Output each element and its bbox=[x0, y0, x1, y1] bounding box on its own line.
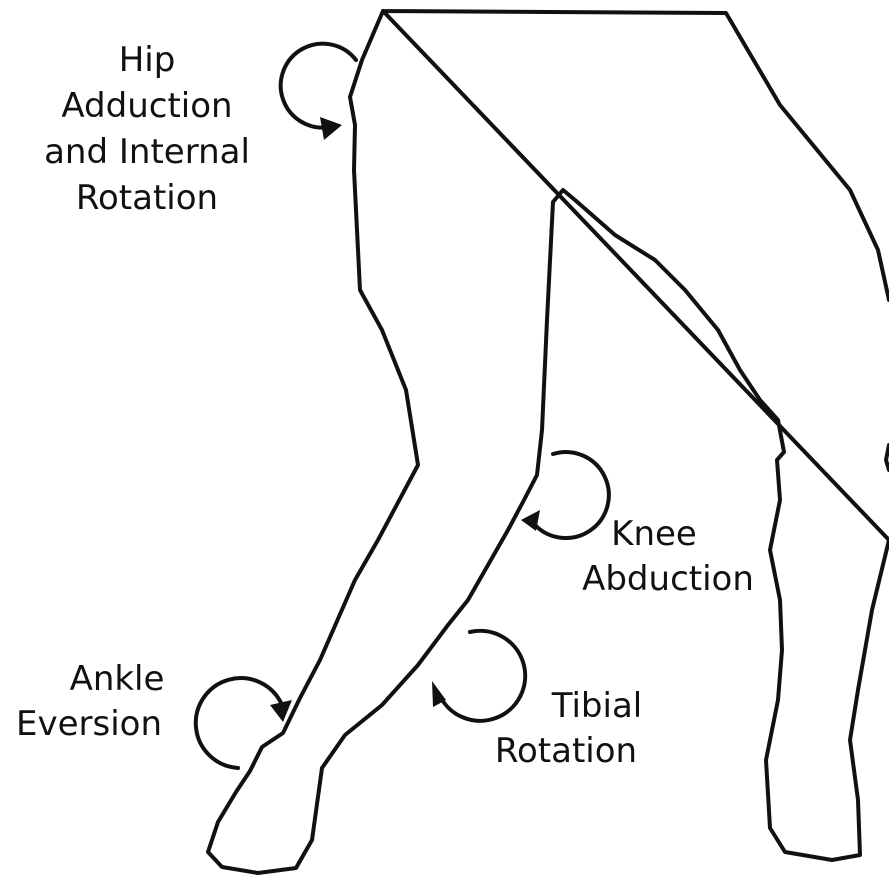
knee-label-line-1: Knee bbox=[611, 514, 697, 554]
ankle-label: Ankle Eversion bbox=[16, 659, 164, 744]
ankle-eversion-arrow bbox=[196, 678, 282, 768]
hip-label-line-2: Adduction bbox=[61, 86, 232, 126]
tibial-rotation-arrow bbox=[439, 631, 525, 721]
hip-label: Hip Adduction and Internal Rotation bbox=[44, 40, 250, 218]
knee-abduction-arrow bbox=[535, 452, 609, 538]
tibial-label-line-2: Rotation bbox=[495, 731, 637, 771]
hip-label-line-3: and Internal bbox=[44, 132, 250, 172]
tibial-label-line-1: Tibial bbox=[551, 686, 642, 726]
hip-label-line-4: Rotation bbox=[76, 178, 218, 218]
ankle-label-line-2: Eversion bbox=[16, 704, 162, 744]
hip-arrow-head-icon bbox=[320, 117, 342, 140]
knee-label-line-2: Abduction bbox=[582, 559, 754, 599]
knee-label: Knee Abduction bbox=[582, 514, 754, 599]
hip-label-line-1: Hip bbox=[119, 40, 176, 80]
ankle-label-line-1: Ankle bbox=[70, 659, 165, 699]
hip-rotation-arrow bbox=[281, 44, 356, 128]
